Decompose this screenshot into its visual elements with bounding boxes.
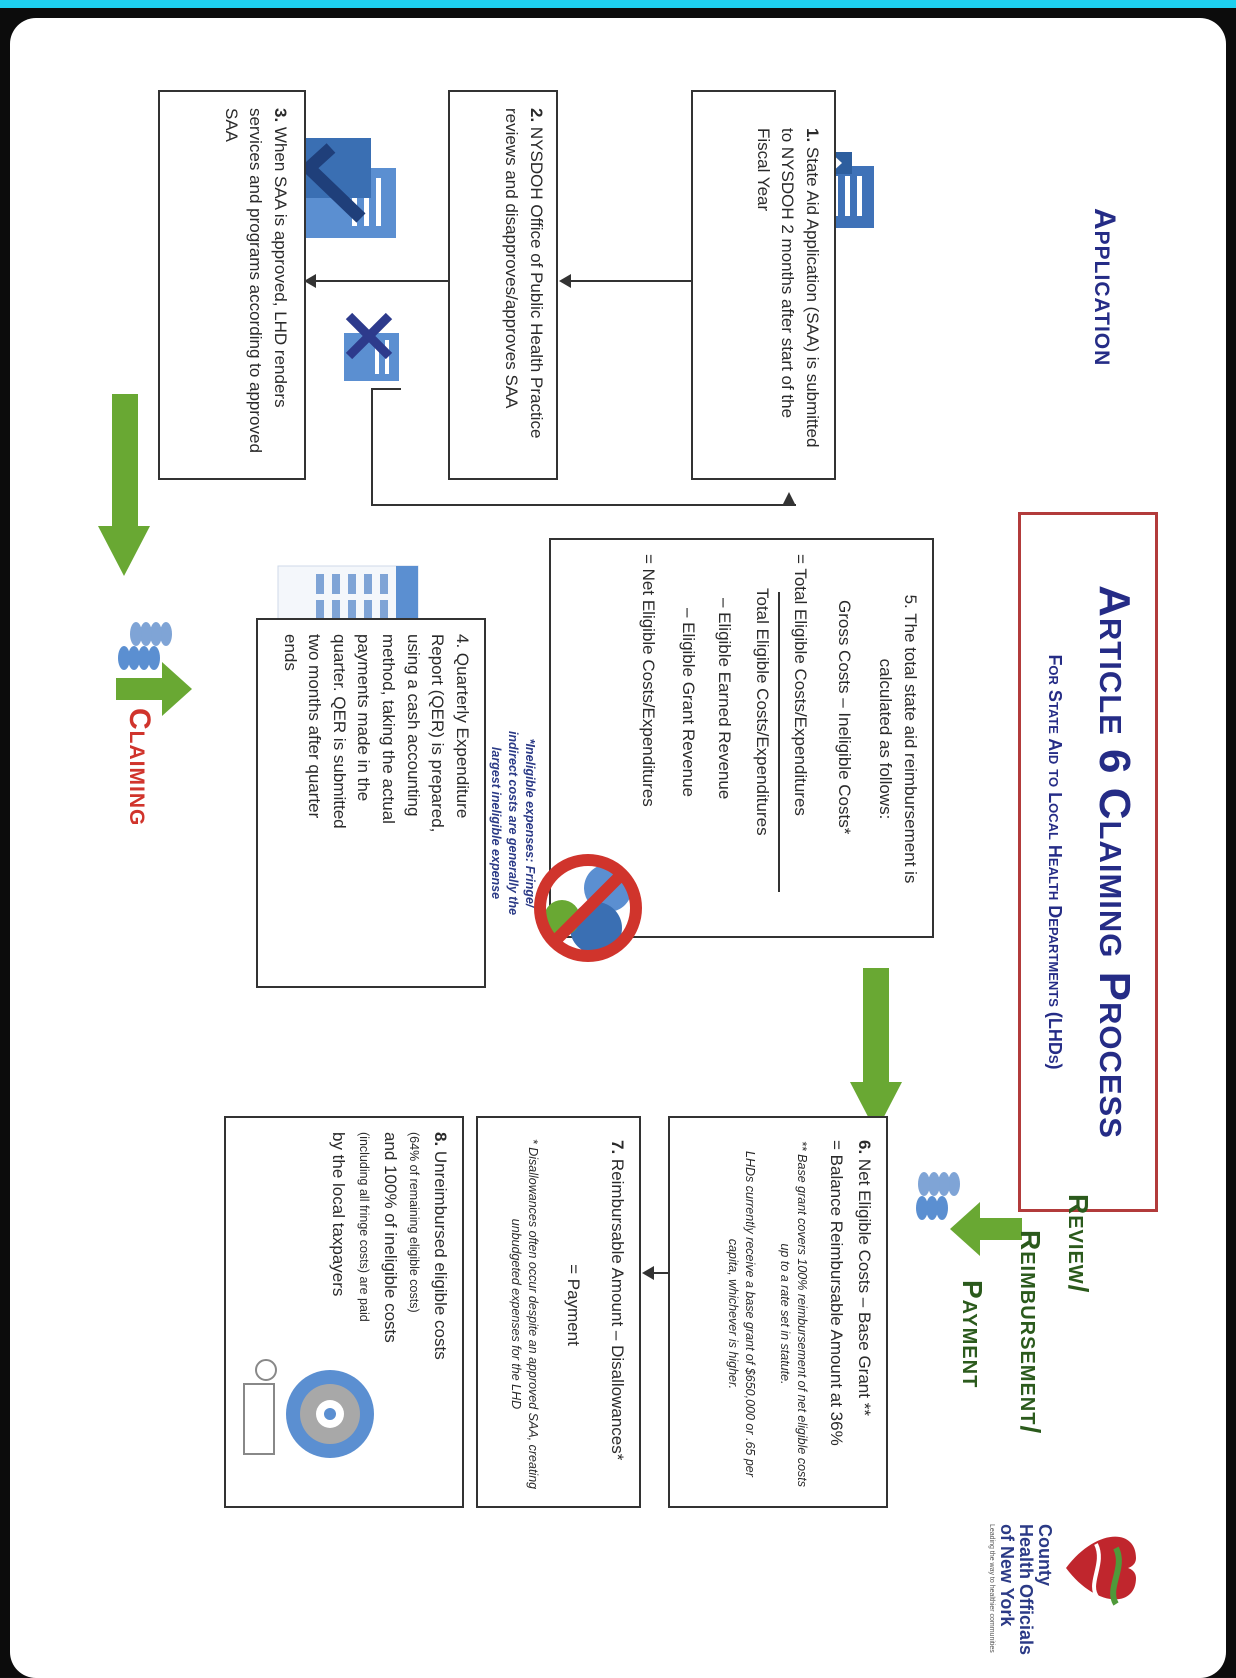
step-2-number: 2. <box>527 108 546 123</box>
reject-loop-horizontal <box>371 388 373 506</box>
step-7-number: 7. <box>608 1140 627 1155</box>
green-arrow-to-claiming <box>112 394 138 534</box>
step-7-box: 7. Reimbursable Amount – Disallowances* … <box>476 1116 641 1508</box>
step-5-number: 5. <box>901 594 920 609</box>
claiming-heading: Claiming <box>123 708 156 827</box>
step-5-intro: The total state aid reimbursement is cal… <box>876 613 920 884</box>
step-3-text: When SAA is approved, LHD renders servic… <box>221 108 290 453</box>
title: Article 6 Claiming Process <box>1090 585 1139 1139</box>
arrow-2-to-3 <box>308 280 448 282</box>
step-4-box: 4. Quarterly Expenditure Report (QER) is… <box>256 618 486 988</box>
step-8-line1: Unreimbursed eligible costs <box>431 1150 450 1360</box>
step-6-note1: ** Base grant covers 100% reimbursement … <box>778 1140 809 1487</box>
subtitle: For State Aid to Local Health Department… <box>1045 654 1065 1070</box>
reimbursement-heading: Reimbursement/ <box>1015 1230 1046 1435</box>
arrowhead-6 <box>642 1266 654 1280</box>
step-8-number: 8. <box>431 1132 450 1147</box>
step-2-box: 2. NYSDOH Office of Public Health Practi… <box>448 90 558 480</box>
step-5-line4: – Eligible Earned Revenue <box>715 598 734 800</box>
step-1-box: 1. State Aid Application (SAA) is submit… <box>691 90 836 480</box>
step-6-number: 6. <box>855 1140 874 1155</box>
title-box: Article 6 Claiming Process For State Aid… <box>1018 512 1158 1212</box>
step-5-line3: Total Eligible Costs/Expenditures <box>753 588 772 836</box>
step-8-line5: by the local taxpayers <box>329 1132 348 1297</box>
step-6-box: 6. Net Eligible Costs – Base Grant ** = … <box>668 1116 888 1508</box>
cho-logo-icon <box>1066 1536 1136 1606</box>
step-7-note: * Disallowances often occur despite an a… <box>509 1138 540 1490</box>
arrowhead-reject <box>782 492 796 506</box>
poster: Application 1. State Aid Application (SA… <box>10 18 1226 1678</box>
arrowhead-2 <box>304 274 316 288</box>
logo-line2: Health Officials <box>1016 1524 1037 1656</box>
green-arrow-to-review <box>863 968 889 1088</box>
reject-loop-vertical <box>371 388 401 390</box>
taxpayer-icon <box>243 1359 374 1458</box>
step-5-line6: = Net Eligible Costs/Expenditures <box>639 554 658 807</box>
green-arrow-claiming-icon <box>116 662 192 716</box>
step-3-box: 3. When SAA is approved, LHD renders ser… <box>158 90 306 480</box>
payment-heading: Payment <box>957 1280 988 1389</box>
step-7-line1: Reimbursable Amount – Disallowances* <box>608 1158 627 1461</box>
arrowhead-1 <box>559 274 571 288</box>
step-8-line3: and 100% of ineligible costs <box>381 1132 400 1343</box>
coins-icon <box>118 622 172 670</box>
step-5-divider <box>778 592 780 892</box>
step-8-line4: (including all fringe costs) are paid <box>357 1132 371 1322</box>
logo-tagline: Leading the way to healthier communities <box>988 1524 996 1653</box>
step-5-line1: Gross Costs – Ineligible Costs* <box>835 600 854 835</box>
step-7-line2: = Payment <box>564 1264 583 1346</box>
step-3-number: 3. <box>271 108 290 123</box>
reject-loop-up <box>371 504 796 506</box>
green-arrowhead-claiming <box>98 526 150 576</box>
step-8-box: 8. Unreimbursed eligible costs (64% of r… <box>224 1116 464 1508</box>
step-4-text: Quarterly Expenditure Report (QER) is pr… <box>280 634 472 833</box>
logo-line3: of New York <box>997 1524 1018 1627</box>
no-fringe-costs-icon <box>534 854 642 962</box>
arrow-1-to-2 <box>561 280 691 282</box>
coins-icon-review <box>916 1172 960 1220</box>
approved-document-icon <box>296 138 396 238</box>
page: Application 1. State Aid Application (SA… <box>10 18 1226 1678</box>
step-1-text: State Aid Application (SAA) is submitted… <box>753 128 822 448</box>
step-2-text: NYSDOH Office of Public Health Practice … <box>502 108 546 439</box>
step-6-line2: = Balance Reimbursable Amount at 36% <box>827 1140 846 1446</box>
green-arrowhead-review <box>850 1082 902 1132</box>
green-arrow-review-icon <box>950 1202 1022 1256</box>
rejected-document-icon <box>344 312 399 381</box>
step-5-line2: = Total Eligible Costs/Expenditures <box>791 554 810 816</box>
step-1-number: 1. <box>803 128 822 143</box>
step-4-number: 4. <box>453 634 472 649</box>
logo-line1: County <box>1035 1524 1055 1586</box>
step-6-line1: Net Eligible Costs – Base Grant ** <box>855 1158 874 1416</box>
step-5-line5: – Eligible Grant Revenue <box>679 608 698 798</box>
logo-text: County Health Officials of New York Lead… <box>988 1524 1055 1674</box>
review-heading: Review/ <box>1063 1194 1094 1294</box>
step-6-note2: LHDs currently receive a base grant of $… <box>726 1151 757 1477</box>
step-8-line2: (64% of remaining eligible costs) <box>407 1132 421 1313</box>
application-heading: Application <box>1088 208 1121 367</box>
